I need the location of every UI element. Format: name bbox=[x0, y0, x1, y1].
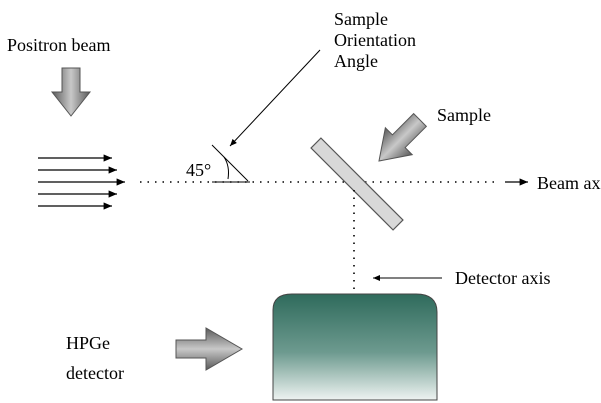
sample-block-arrow bbox=[378, 112, 428, 162]
hpge-detector bbox=[272, 293, 438, 401]
sample-slab bbox=[310, 137, 404, 231]
orientation-leader-arrow bbox=[229, 49, 321, 147]
hpge-label-line2: detector bbox=[66, 363, 124, 383]
detector-axis-label: Detector axis bbox=[455, 268, 551, 288]
positron-beam-block-arrow bbox=[50, 67, 92, 117]
sample-orientation-label-line1: Sample bbox=[334, 9, 388, 29]
angle-indicator bbox=[211, 144, 250, 183]
angle-label: 45° bbox=[186, 160, 212, 180]
beam-axis-label: Beam axis bbox=[537, 173, 601, 193]
sample-orientation-label-line2: Orientation bbox=[334, 30, 416, 50]
hpge-block-arrow bbox=[175, 327, 243, 371]
sample-orientation-label-line3: Angle bbox=[334, 51, 378, 71]
positron-beam-label: Positron beam bbox=[7, 35, 111, 55]
sample-label: Sample bbox=[437, 105, 491, 125]
hpge-label-line1: HPGe bbox=[66, 333, 110, 353]
beam-lines bbox=[38, 154, 125, 210]
